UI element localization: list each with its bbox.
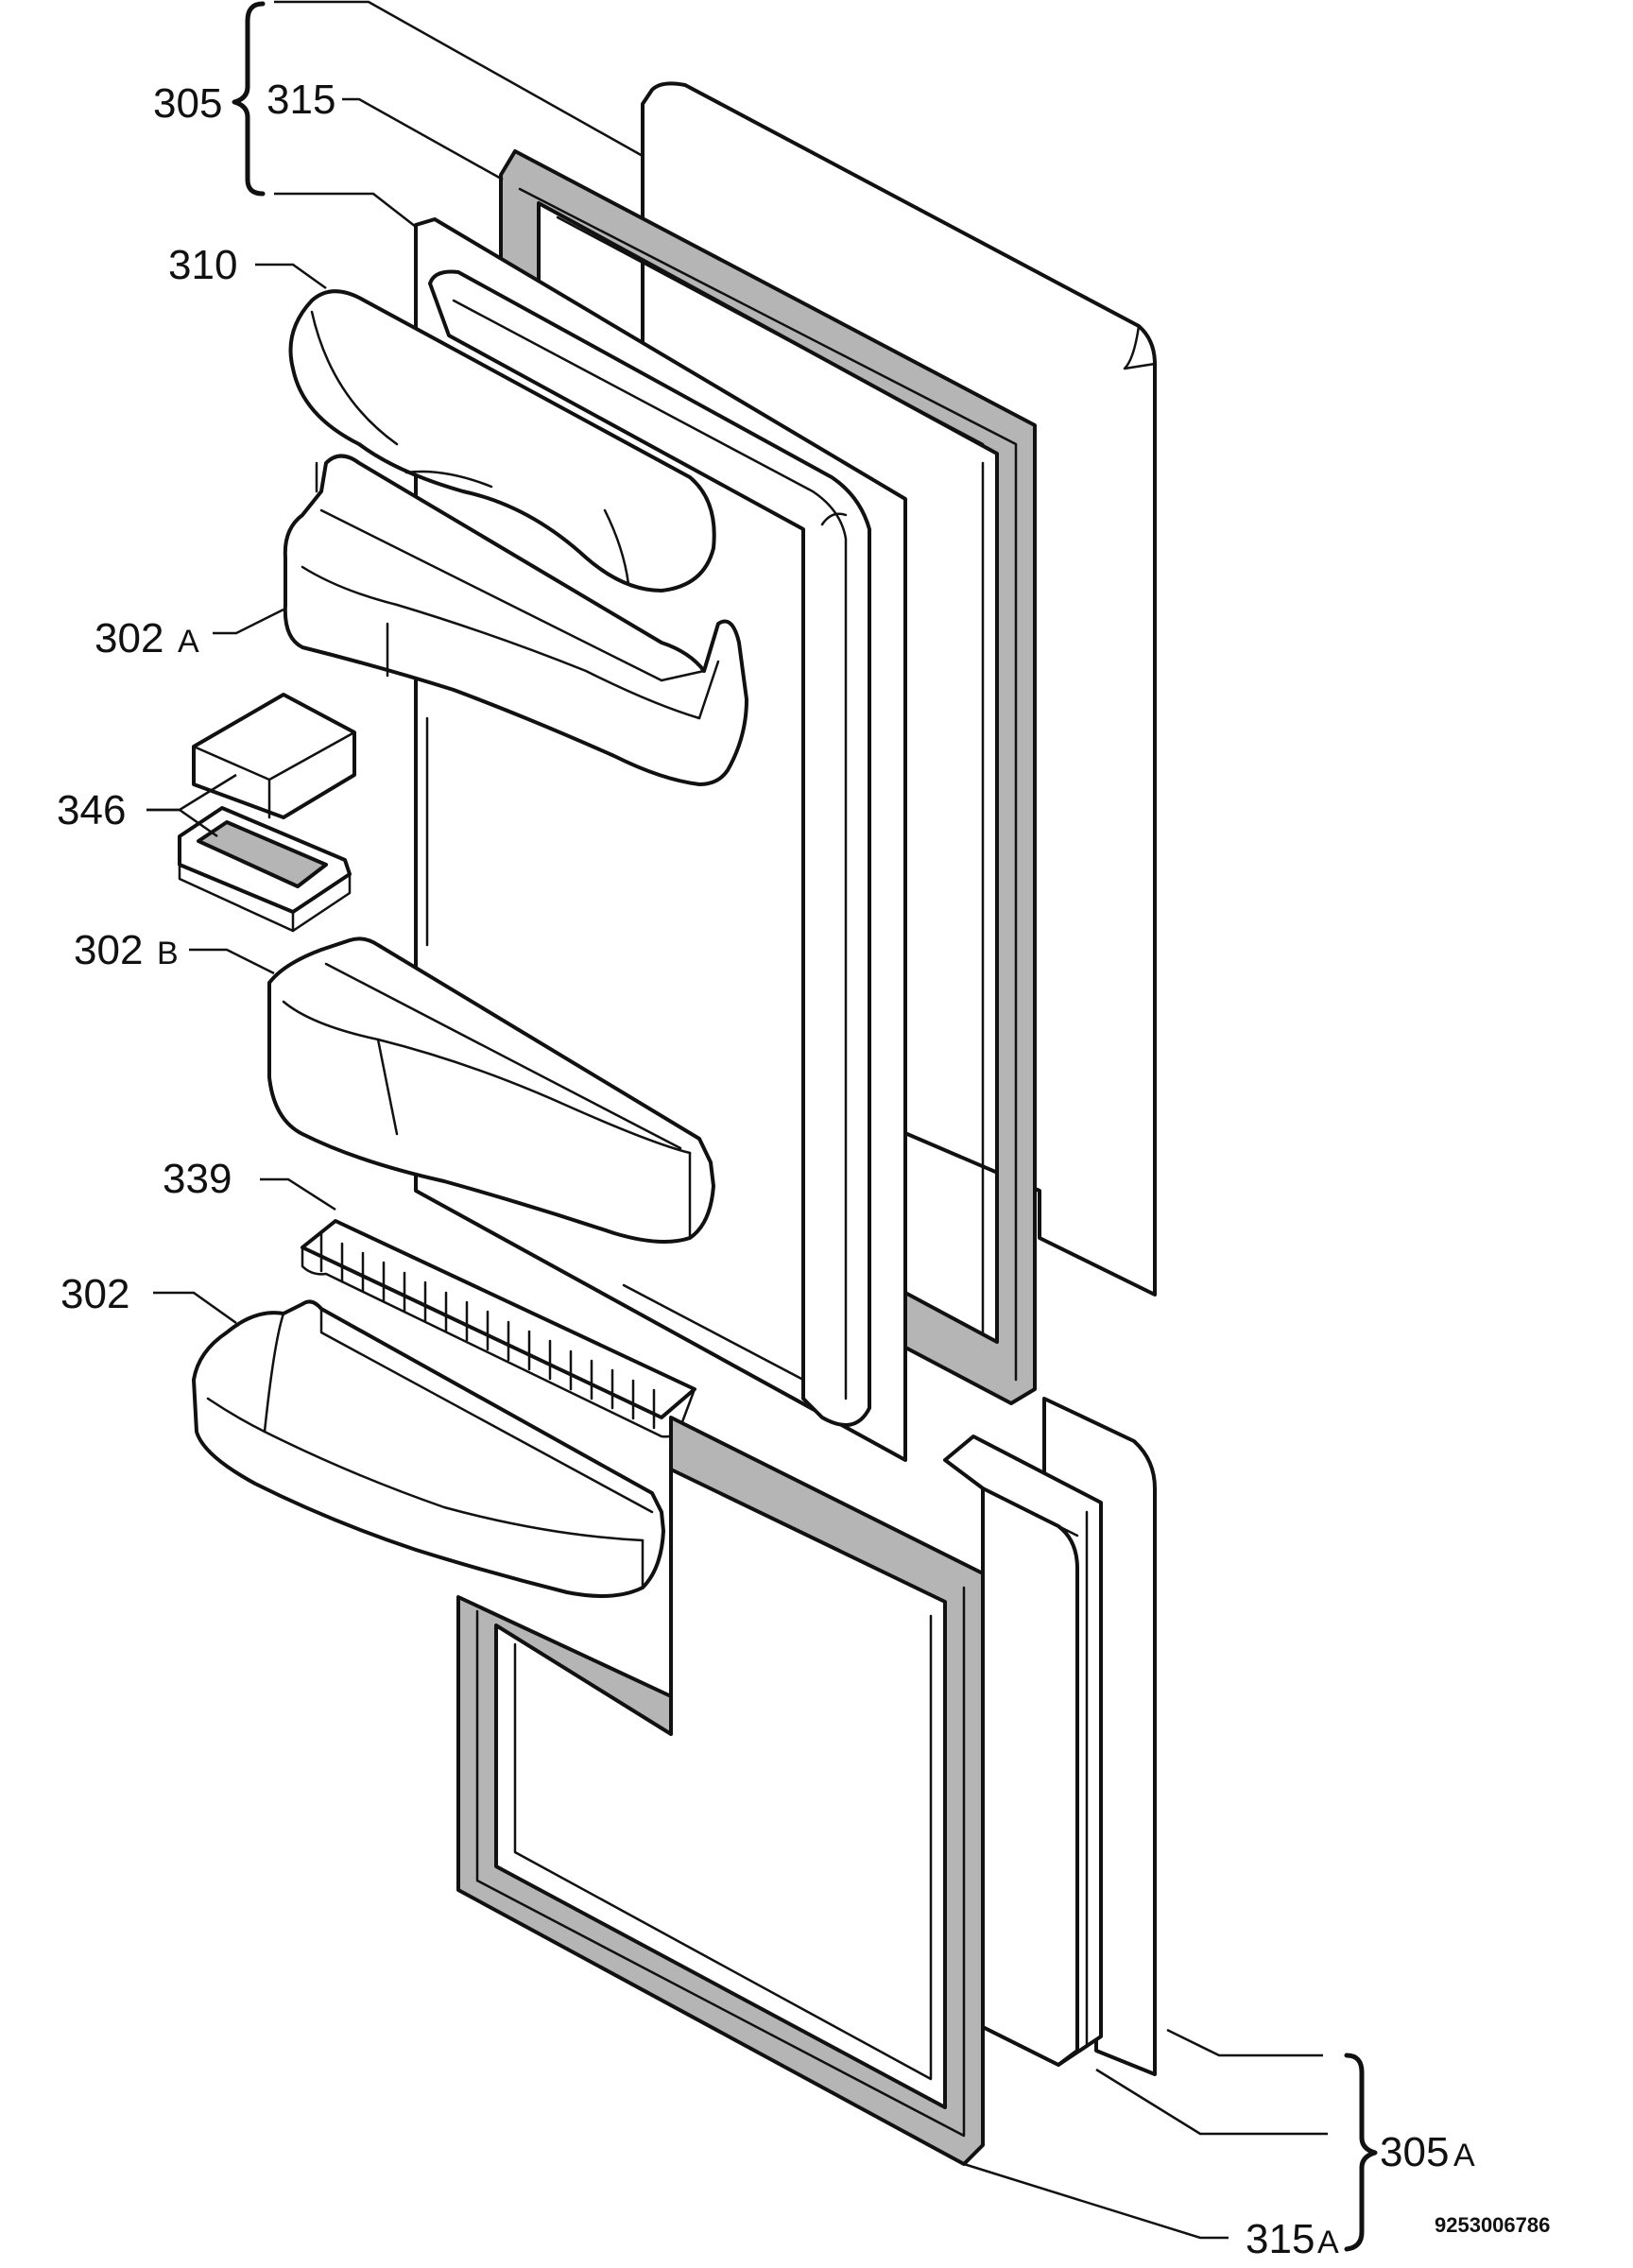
dairy-compartment-lid (288, 289, 716, 593)
door-shelf-302b (267, 936, 715, 1244)
leader-lines (146, 0, 1328, 2240)
label-315a-suffix: A (1317, 2225, 1339, 2260)
document-number: 9253006786 (1435, 2213, 1550, 2237)
label-302b-suffix: B (157, 936, 179, 971)
lower-door-gasket (456, 1416, 985, 2166)
label-302a: 302 (95, 615, 163, 662)
label-346: 346 (57, 787, 126, 833)
ice-pack-346 (192, 693, 356, 819)
label-305a-suffix: A (1453, 2138, 1475, 2174)
door-shelf-302 (192, 1299, 665, 1598)
label-305a: 305 (1380, 2129, 1449, 2175)
label-310: 310 (168, 242, 237, 288)
brace-305 (232, 1, 266, 197)
label-302: 302 (60, 1271, 129, 1317)
ice-tray-346 (178, 806, 352, 933)
label-315a: 315 (1246, 2216, 1315, 2262)
door-shelf-302a (283, 454, 748, 786)
bottle-retainer-339 (301, 1219, 696, 1438)
brace-305a (1344, 2053, 1378, 2252)
label-305: 305 (153, 80, 222, 127)
label-315: 315 (266, 77, 335, 123)
label-302a-suffix: A (178, 624, 199, 660)
label-339: 339 (163, 1156, 232, 1202)
label-302b: 302 (74, 927, 143, 973)
